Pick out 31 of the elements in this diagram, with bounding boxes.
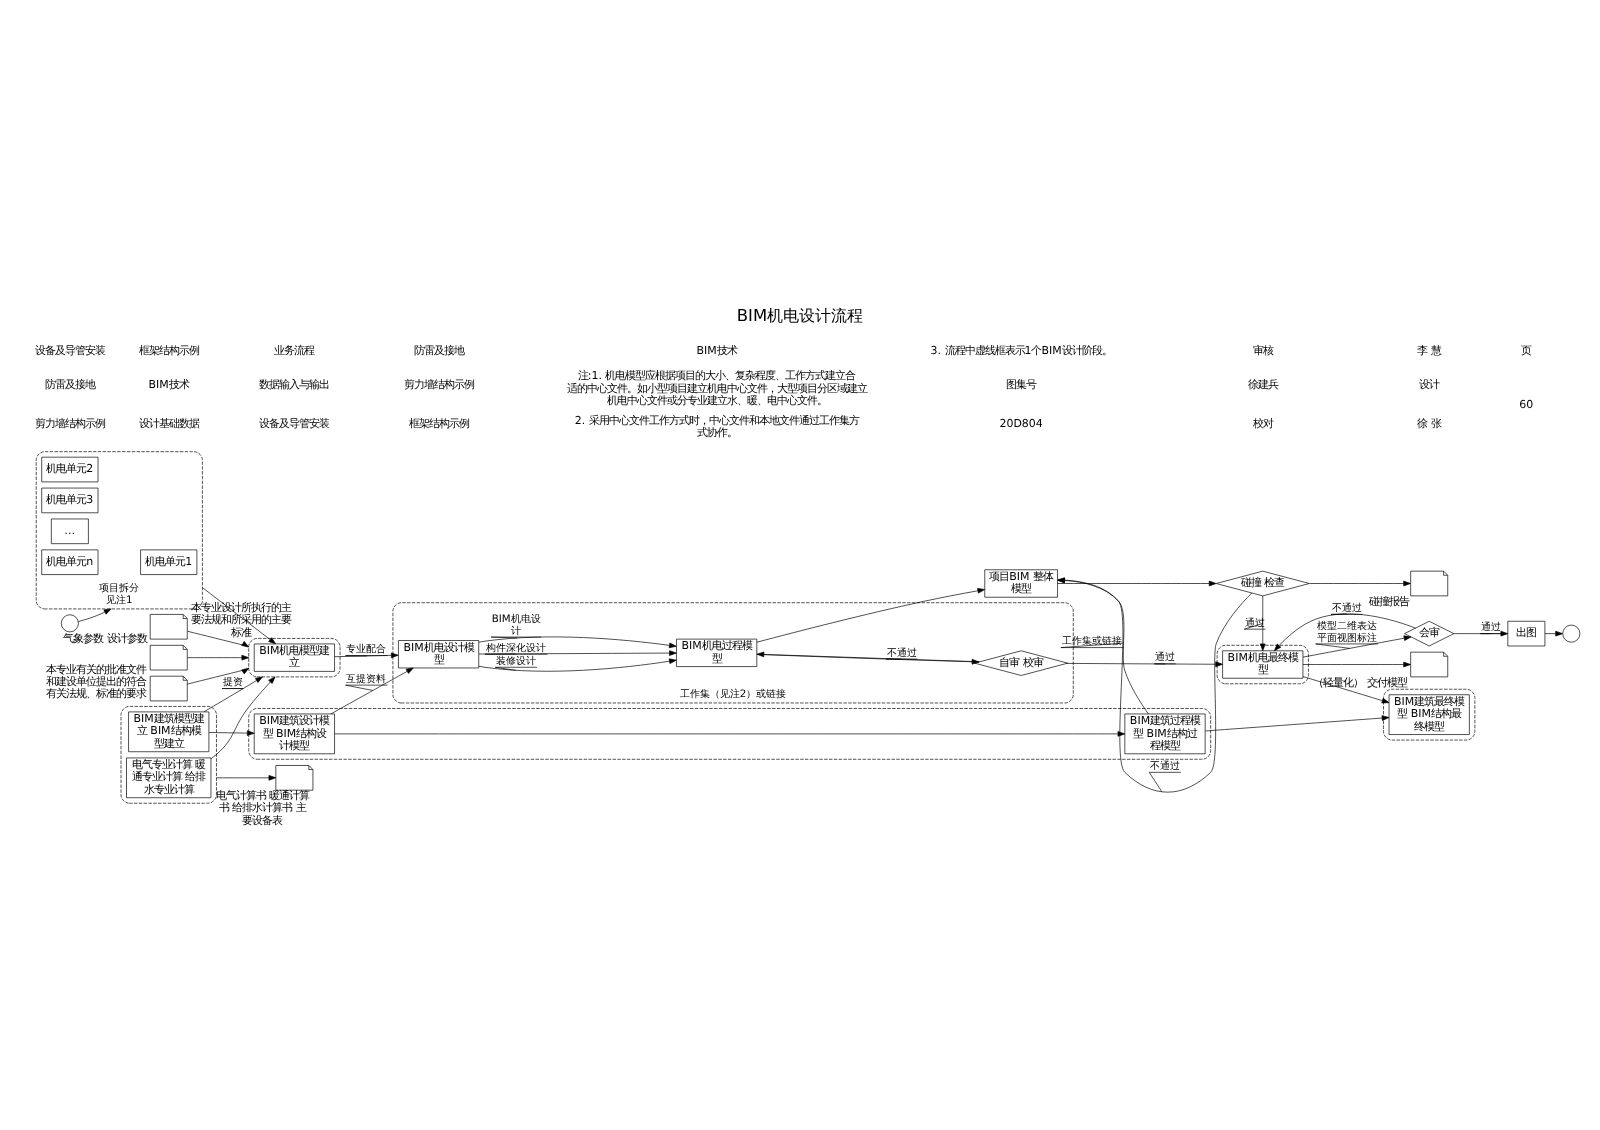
arrow	[208, 729, 255, 735]
arrow	[1057, 579, 1217, 586]
arrow	[478, 657, 677, 671]
arrow	[210, 675, 276, 759]
arrow	[202, 586, 276, 644]
diagram-title: BIM机电设计流程	[736, 303, 864, 324]
node-circle	[1562, 623, 1581, 642]
arrow	[187, 629, 250, 647]
arrow	[1302, 634, 1412, 657]
node-circle	[60, 613, 79, 632]
arrow	[1204, 714, 1390, 731]
arrow	[1544, 629, 1563, 636]
arrow	[334, 730, 1126, 736]
cluster	[120, 705, 217, 803]
arrow	[187, 666, 250, 684]
arrow	[478, 649, 677, 655]
arrow	[1302, 660, 1411, 667]
arrow	[1302, 675, 1390, 703]
arrow	[478, 635, 677, 648]
arrow	[334, 651, 399, 658]
arrow	[756, 587, 986, 642]
arrow	[1309, 579, 1411, 586]
arrow	[203, 675, 263, 712]
arrow	[187, 653, 250, 660]
arrow	[330, 666, 414, 714]
arrow	[216, 774, 277, 780]
arrow	[1274, 612, 1416, 650]
arrow	[1260, 594, 1266, 651]
arrow	[1453, 629, 1509, 636]
arrow	[78, 607, 112, 621]
arrow	[1066, 660, 1223, 666]
